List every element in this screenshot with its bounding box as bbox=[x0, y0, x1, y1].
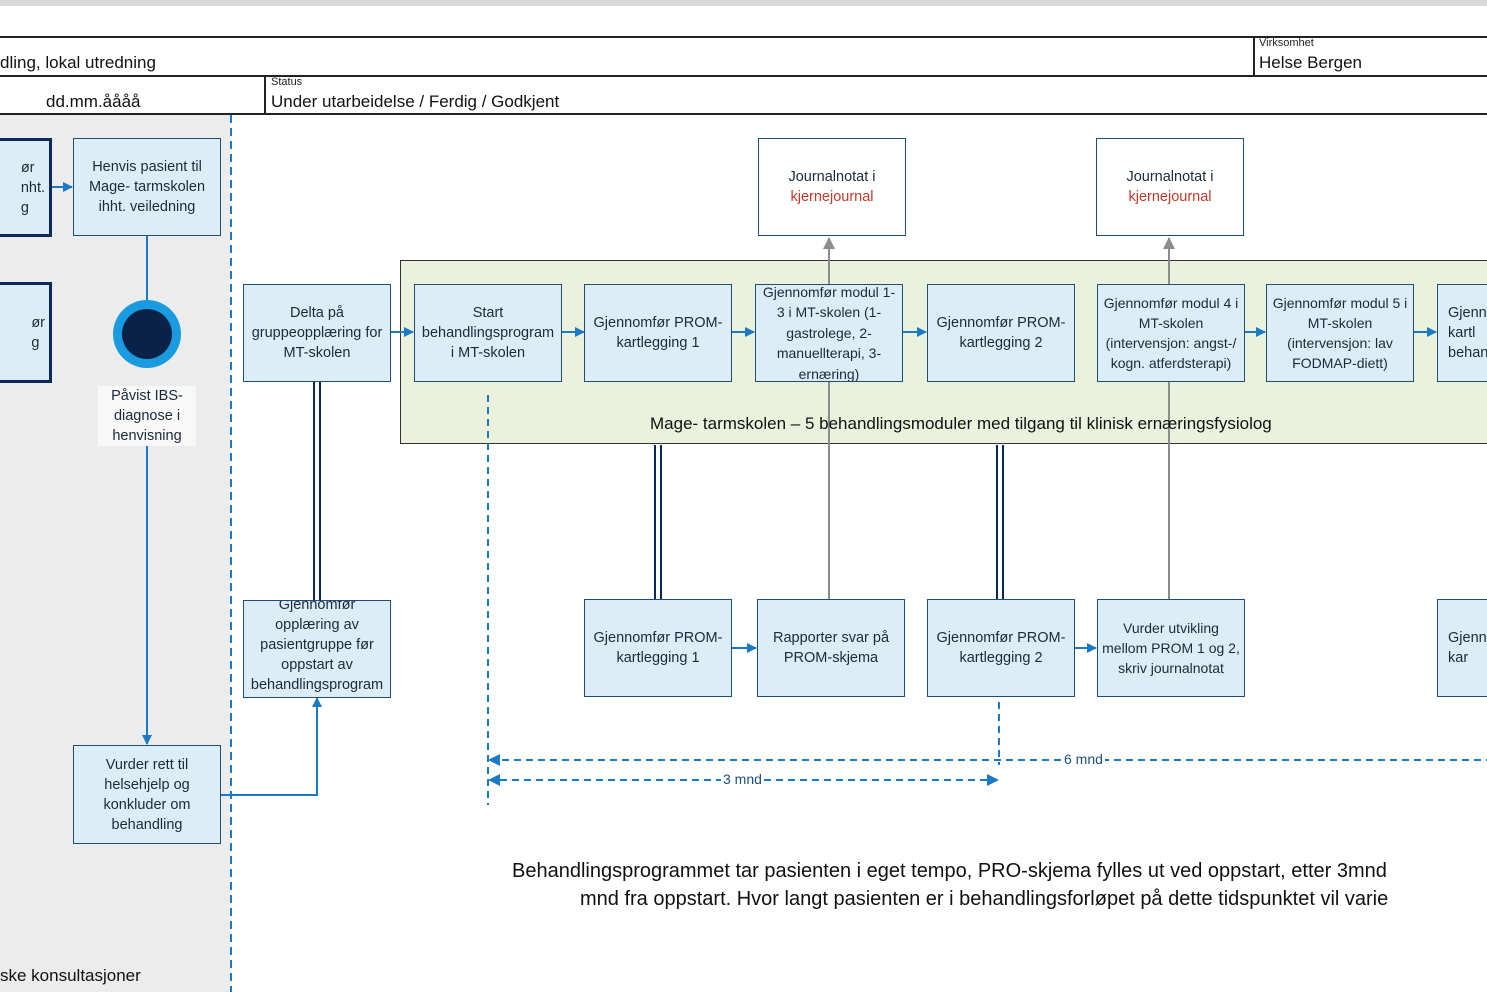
left-swimlane bbox=[0, 115, 230, 992]
next-box-cut-top: Gjenn kartl behand bbox=[1437, 284, 1487, 382]
vurder-rett-box: Vurder rett til helsehjelp og konkluder … bbox=[73, 745, 221, 844]
header-rule-mid bbox=[0, 75, 1487, 77]
header-rule-top bbox=[0, 36, 1487, 38]
header-divider-virksomhet bbox=[1253, 36, 1255, 76]
next-box-cut-bottom: Gjenn kar bbox=[1437, 599, 1487, 697]
prom-kartlegging-1-bottom-box: Gjennomfør PROM-kartlegging 1 bbox=[584, 599, 732, 697]
journalnotat-1-kjernejournal: kjernejournal bbox=[790, 189, 874, 205]
dimension-3-mnd-arrowhead-right bbox=[987, 774, 999, 786]
prom-kartlegging-2-bottom-box: Gjennomfør PROM-kartlegging 2 bbox=[927, 599, 1075, 697]
prom-kartlegging-1-top-box: Gjennomfør PROM-kartlegging 1 bbox=[584, 284, 732, 382]
ibs-event-icon bbox=[122, 309, 172, 359]
journalnotat-2-prefix: Journalnotat i bbox=[1126, 169, 1214, 185]
arrow-vurder-to-opplaering bbox=[220, 697, 322, 796]
start-behandlingsprogram-box: Start behandlingsprogram i MT-skolen bbox=[414, 284, 562, 382]
left-lane-footer: ske konsultasjoner bbox=[0, 966, 141, 985]
ibs-event-label: Påvist IBS-diagnose i henvisning bbox=[98, 386, 196, 446]
header-divider-status bbox=[264, 75, 266, 114]
dimension-6-mnd-label: 6 mnd bbox=[1062, 751, 1105, 767]
description-line-2: mnd fra oppstart. Hvor langt pasienten e… bbox=[580, 888, 1389, 910]
journalnotat-box-2: Journalnotat i kjernejournal bbox=[1096, 138, 1244, 236]
henvis-pasient-box: Henvis pasient til Mage- tarmskolen ihht… bbox=[73, 138, 221, 236]
dimension-3-mnd-arrowhead-left bbox=[488, 774, 500, 786]
virksomhet-label: Virksomhet bbox=[1259, 37, 1314, 49]
prom-kartlegging-2-top-box: Gjennomfør PROM-kartlegging 2 bbox=[927, 284, 1075, 382]
vurder-utvikling-box: Vurder utvikling mellom PROM 1 og 2, skr… bbox=[1097, 599, 1245, 697]
status-value: Under utarbeidelse / Ferdig / Godkjent bbox=[271, 92, 560, 111]
journalnotat-box-1: Journalnotat i kjernejournal bbox=[758, 138, 906, 236]
document-title: dling, lokal utredning bbox=[0, 53, 156, 72]
window-top-bar bbox=[0, 0, 1487, 6]
header-rule-bottom bbox=[0, 113, 1487, 115]
journalnotat-1-prefix: Journalnotat i bbox=[788, 169, 876, 185]
modul-4-box: Gjennomfør modul 4 i MT-skolen (interven… bbox=[1097, 284, 1245, 382]
modul-5-box: Gjennomfør modul 5 i MT-skolen (interven… bbox=[1266, 284, 1414, 382]
dimension-3-mnd-label: 3 mnd bbox=[721, 771, 764, 787]
rapporter-svar-box: Rapporter svar på PROM-skjema bbox=[757, 599, 905, 697]
gjennomfor-opplaering-box: Gjennomfør opplæring av pasientgruppe fø… bbox=[243, 600, 391, 698]
description-line-1: Behandlingsprogrammet tar pasienten i eg… bbox=[512, 860, 1387, 882]
left-cut-box-2: ør g bbox=[0, 282, 52, 383]
status-label: Status bbox=[271, 76, 303, 88]
dimension-6-mnd-arrowhead bbox=[488, 754, 500, 766]
left-cut-box-1: ør nht. g bbox=[0, 138, 52, 237]
journalnotat-2-kjernejournal: kjernejournal bbox=[1128, 189, 1212, 205]
date-value: dd.mm.åååå bbox=[46, 92, 141, 111]
virksomhet-value: Helse Bergen bbox=[1259, 53, 1363, 72]
delta-gruppeopplaering-box: Delta på gruppeopplæring for MT-skolen bbox=[243, 284, 391, 382]
band-label: Mage- tarmskolen – 5 behandlingsmoduler … bbox=[650, 414, 1272, 433]
modul-1-3-box: Gjennomfør modul 1-3 i MT-skolen (1-gast… bbox=[755, 284, 903, 382]
